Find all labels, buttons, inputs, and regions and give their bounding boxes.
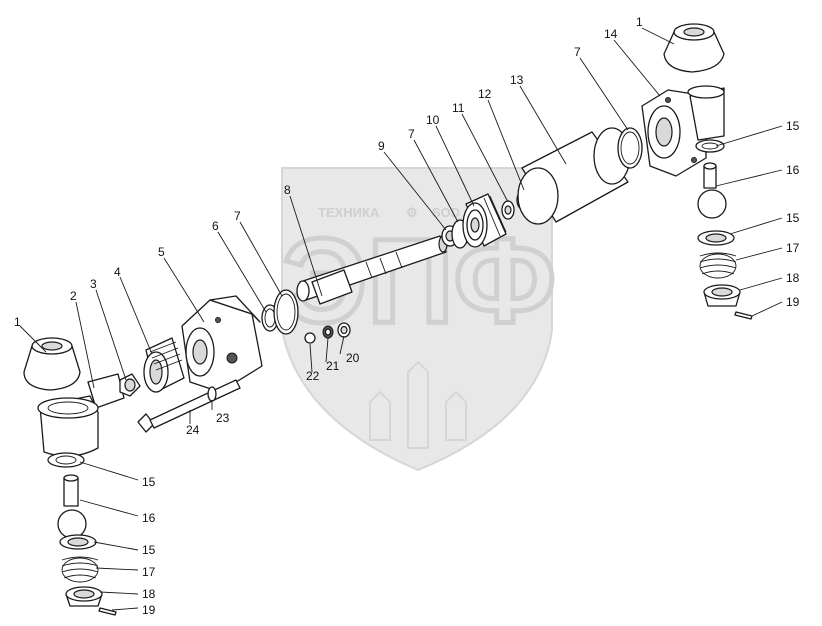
part-14-end-cap [641, 85, 725, 177]
part-16-ball-pin-left [57, 474, 87, 539]
label-7-a: 7 [234, 209, 241, 223]
watermark-wheat-icon [369, 360, 467, 449]
label-15-right-2: 15 [786, 211, 800, 225]
part-1-right-cap [663, 23, 725, 73]
label-19-left: 19 [142, 603, 156, 617]
label-15-left-2: 15 [142, 543, 156, 557]
part-21-spring [322, 325, 334, 339]
part-13-cylinder [517, 127, 631, 225]
label-15-right-1: 15 [786, 119, 800, 133]
part-18-plug-right [703, 284, 741, 307]
label-21: 21 [326, 359, 340, 373]
label-17-left: 17 [142, 565, 156, 579]
label-18-right: 18 [786, 271, 800, 285]
watermark-gear-icon: ⚙ [406, 205, 418, 220]
label-17-right: 17 [786, 241, 800, 255]
part-24-bolt [137, 379, 241, 433]
label-18-left: 18 [142, 587, 156, 601]
watermark-text-right: SOD [432, 205, 460, 220]
part-18-plug-left [65, 586, 103, 607]
part-15-seal-right-2 [697, 230, 735, 246]
part-7-oring-c [617, 127, 643, 169]
part-17-spring-right [699, 252, 737, 279]
watermark-text-left: ТЕХНИКА [318, 205, 380, 220]
label-2: 2 [70, 289, 77, 303]
label-12: 12 [478, 87, 492, 101]
part-5-valve-body [181, 295, 263, 393]
label-1-left: 1 [14, 315, 21, 329]
label-9: 9 [378, 139, 385, 153]
label-4: 4 [114, 265, 121, 279]
label-8: 8 [284, 183, 291, 197]
label-6: 6 [212, 219, 219, 233]
part-23-washer [207, 386, 217, 402]
part-number-labels: 1 2 3 4 5 6 7 8 9 7 10 11 12 13 7 14 1 1… [14, 15, 800, 617]
label-13: 13 [510, 73, 524, 87]
label-22: 22 [306, 369, 320, 383]
part-17-spring-left [61, 556, 99, 583]
part-11-nut [501, 200, 515, 220]
watermark: ТЕХНИКА ⚙ SOD ЭПФ [280, 167, 559, 472]
part-4-threaded-plug [143, 337, 185, 393]
label-19-right: 19 [786, 295, 800, 309]
label-16-right: 16 [786, 163, 800, 177]
part-15-seal-left-1 [47, 452, 85, 468]
part-22-ball [304, 332, 316, 344]
label-10: 10 [426, 113, 440, 127]
label-24: 24 [186, 423, 200, 437]
part-15-seal-left-2 [59, 534, 97, 550]
part-10-piston [462, 193, 507, 248]
part-19-pin-right [734, 311, 753, 320]
label-15-left-1: 15 [142, 475, 156, 489]
label-1-right: 1 [636, 15, 643, 29]
part-15-seal-right-1 [695, 139, 725, 153]
label-11: 11 [452, 101, 465, 115]
label-7-c: 7 [574, 45, 581, 59]
part-16-ball-pin-right [697, 162, 727, 219]
part-7-oring-a [273, 289, 299, 335]
part-3-nut [119, 373, 141, 397]
label-3: 3 [90, 277, 97, 291]
part-2-elbow-housing [37, 373, 125, 457]
part-19-pin-left [98, 607, 117, 616]
part-20-seat [337, 322, 351, 338]
label-16-left: 16 [142, 511, 156, 525]
label-14: 14 [604, 27, 618, 41]
part-1-left-cap [23, 337, 81, 391]
label-5: 5 [158, 245, 165, 259]
label-23: 23 [216, 411, 230, 425]
label-20: 20 [346, 351, 360, 365]
leader-lines [19, 27, 783, 611]
label-7-b: 7 [408, 127, 415, 141]
